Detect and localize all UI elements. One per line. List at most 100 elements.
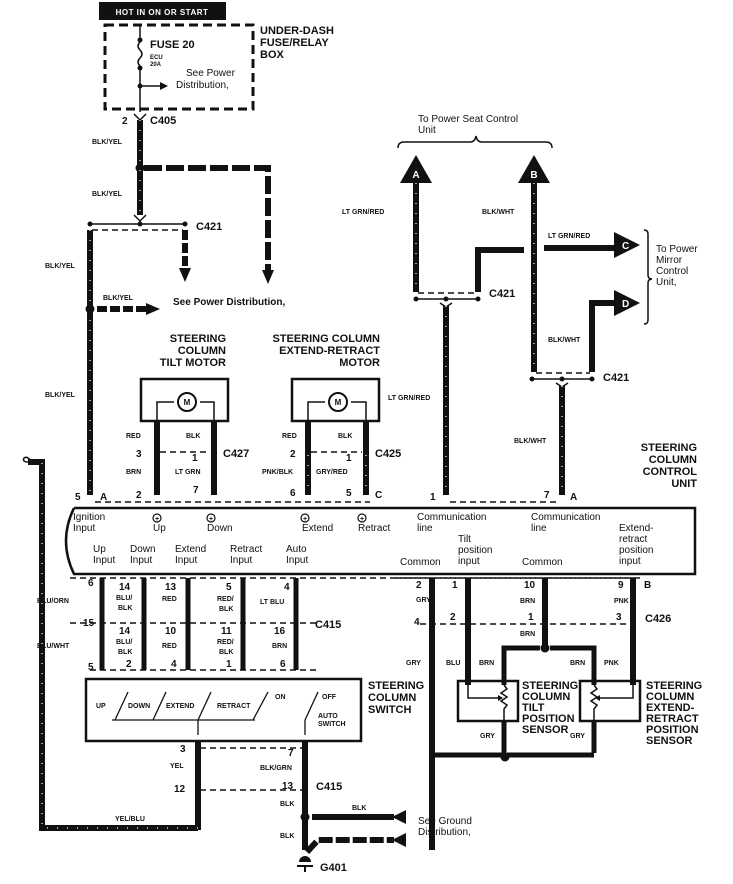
diagram-label: SENSOR	[522, 724, 569, 736]
diagram-label: BLK/GRN	[260, 765, 292, 772]
diagram-label: GRY/RED	[316, 469, 348, 476]
brace-icon	[643, 229, 653, 325]
diagram-label: 1	[452, 580, 458, 591]
diagram-label: Common	[522, 557, 563, 568]
diagram-label: BLK	[352, 805, 366, 812]
diagram-label: +	[155, 516, 159, 523]
diagram-label: 4	[414, 617, 420, 628]
diagram-label: EXTEND-RETRACT	[279, 345, 380, 357]
diagram-label: COLUMN	[368, 692, 416, 704]
diagram-label: LT GRN/RED	[548, 233, 590, 240]
diagram-label: D	[622, 299, 629, 310]
diagram-label: GRY	[406, 660, 421, 667]
terminal-d-arrow-icon	[614, 290, 640, 316]
diagram-label: STEERING	[170, 333, 226, 345]
diagram-label: BLK/YEL	[45, 392, 76, 399]
diagram-label: RED	[162, 596, 177, 603]
diagram-label: 2	[450, 612, 456, 623]
diagram-label: C	[375, 490, 382, 501]
plus-terminal-icon	[206, 513, 216, 523]
diagram-label: HOT IN ON OR START	[116, 8, 209, 17]
plus-terminal-icon	[152, 513, 162, 523]
diagram-label: Extend	[175, 544, 206, 555]
diagram-label: TILT	[522, 702, 545, 714]
diagram-label: 11	[221, 626, 232, 637]
diagram-label: BLK/YEL	[103, 295, 134, 302]
diagram-label: RED/	[217, 639, 234, 646]
diagram-label: UP	[96, 703, 106, 710]
diagram-label: AUTO	[318, 713, 338, 720]
diagram-label: PNK	[614, 598, 629, 605]
diagram-label: 14	[119, 582, 131, 593]
diagram-label: RED	[126, 433, 141, 440]
motor-icon	[177, 392, 197, 412]
diagram-label: STEERING	[368, 680, 424, 692]
diagram-label: STEERING COLUMN	[272, 333, 380, 345]
steering-column-switch: STEERING COLUMN SWITCH UP DOWN EXTEND RE…	[84, 677, 424, 743]
diagram-label: 1	[430, 492, 436, 503]
tilt-position-sensor: STEERING COLUMN TILT POSITION SENSOR	[456, 679, 578, 736]
power-seat-terminals: To Power Seat Control Unit A B LT GRN/RE…	[342, 114, 698, 372]
diagram-label: BOX	[260, 49, 285, 61]
diagram-label: Auto	[286, 544, 307, 555]
diagram-label: 3	[136, 449, 142, 460]
diagram-label: DOWN	[128, 703, 150, 710]
terminal-b-arrow-icon	[518, 155, 550, 183]
diagram-label: To Power	[656, 244, 698, 255]
connector-c421-right: BLK/WHT C421 BLK/WHT 7 A	[450, 337, 629, 503]
diagram-label: Down	[207, 523, 233, 534]
plus-terminal-icon	[300, 513, 310, 523]
diagram-label: Distribution,	[418, 827, 471, 838]
arrow-right-icon	[160, 82, 168, 90]
potentiometer-icon	[499, 684, 509, 721]
diagram-label: Unit	[418, 125, 436, 136]
diagram-label: TILT MOTOR	[160, 357, 226, 369]
diagram-label: BLK	[186, 433, 200, 440]
diagram-label: 7	[544, 490, 550, 501]
diagram-label: PNK	[604, 660, 619, 667]
diagram-label: RETRACT	[217, 703, 251, 710]
diagram-label: See Ground	[418, 816, 472, 827]
switch-harness: C415 6 BLU/ORN 15 BLU/WHT 5 14 BLU/ BLK …	[37, 577, 640, 673]
diagram-label: line	[531, 523, 547, 534]
diagram-label: Ignition	[73, 512, 105, 523]
diagram-label: BLU	[446, 660, 460, 667]
diagram-label: Input	[73, 523, 95, 534]
diagram-label: Unit,	[656, 277, 677, 288]
diagram-label: 6	[290, 488, 296, 499]
terminal-c-arrow-icon	[614, 232, 640, 258]
diagram-label: 6	[88, 578, 94, 589]
diagram-label: position	[619, 545, 653, 556]
diagram-label: SENSOR	[646, 735, 693, 747]
diagram-label: A	[100, 492, 107, 503]
diagram-label: Input	[286, 555, 308, 566]
diagram-label: Communication	[417, 512, 486, 523]
connector-c421-left: C421	[87, 214, 222, 282]
diagram-label: CONTROL	[643, 466, 698, 478]
diagram-label: FUSE 20	[150, 39, 195, 51]
diagram-label: FUSE/RELAY	[260, 37, 329, 49]
diagram-label: 3	[180, 744, 186, 755]
diagram-label: BLK/WHT	[514, 438, 547, 445]
diagram-label: 5	[88, 662, 94, 673]
diagram-label: SWITCH	[318, 721, 346, 728]
diagram-label: 7	[288, 748, 294, 759]
switch-output-wiring: 3 7 YEL BLK/GRN 12 13 C415 BLK BLK BLK S…	[170, 741, 472, 874]
diagram-label: 3	[616, 612, 622, 623]
diagram-label: 1	[528, 612, 534, 623]
diagram-label: M	[335, 398, 342, 407]
steering-column-extend-retract-motor: STEERING COLUMN EXTEND-RETRACT MOTOR M R…	[262, 333, 401, 501]
diagram-label: BLK	[118, 649, 132, 656]
diagram-label: BRN	[126, 469, 141, 476]
diagram-label: OFF	[322, 694, 337, 701]
diagram-label: To Power Seat Control	[418, 114, 518, 125]
diagram-label: Control	[656, 266, 688, 277]
diagram-label: C421	[489, 288, 515, 300]
diagram-label: LT BLU	[260, 599, 284, 606]
diagram-label: 9	[618, 580, 624, 591]
hot-in-on-or-start-label: HOT IN ON OR START	[99, 2, 226, 20]
diagram-label: YEL/BLU	[115, 816, 145, 823]
arrow-left-icon	[392, 833, 406, 847]
diagram-label: RED/	[217, 596, 234, 603]
diagram-label: STEERING	[646, 680, 702, 692]
